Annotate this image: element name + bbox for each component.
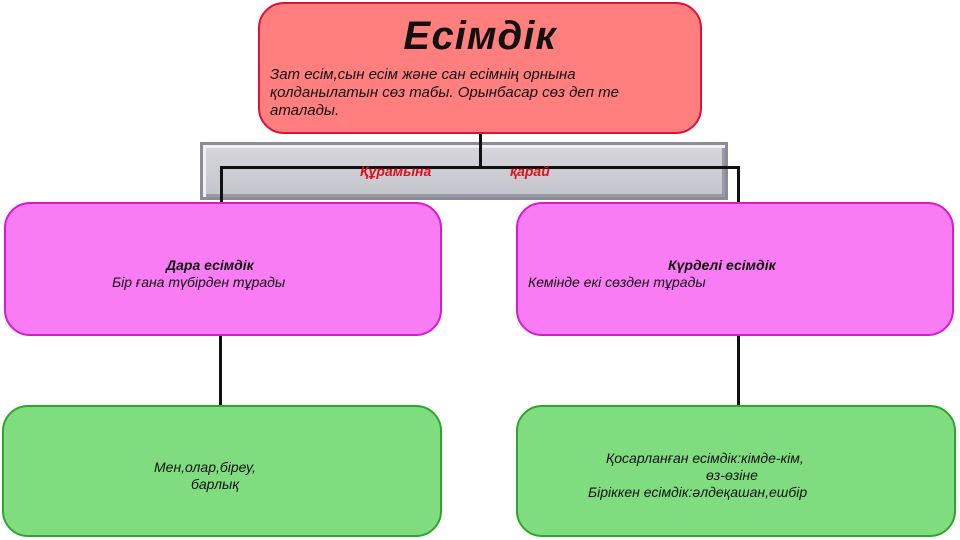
left-branch-subtitle: Бір ғана түбірден тұрады: [112, 274, 286, 290]
connector-line-right-leaf: [737, 336, 740, 406]
root-node: Есімдік Зат есім,сын есім және сан есімн…: [258, 2, 702, 134]
left-branch-node: Дара есімдік Бір ғана түбірден тұрады: [4, 202, 442, 336]
right-branch-title: Күрделі есімдік: [668, 257, 776, 273]
right-leaf-line-1: Қосарланған есімдік:кімде-кім,: [606, 450, 804, 466]
connector-line-horizontal: [220, 166, 740, 169]
right-branch-subtitle: Кемінде екі сөзден тұрады: [528, 274, 706, 290]
connector-line-left-down: [220, 166, 223, 204]
root-description: Зат есім,сын есім және сан есімнің орнын…: [270, 66, 620, 119]
connector-label-right: қарай: [510, 163, 550, 179]
right-branch-node: Күрделі есімдік Кемінде екі сөзден тұрад…: [516, 202, 954, 336]
connector-line-root: [479, 134, 482, 166]
connector-band: [200, 142, 728, 200]
connector-line-left-leaf: [219, 336, 222, 406]
connector-label-left: Құрамына: [360, 163, 432, 179]
right-leaf-line-3: Біріккен есімдік:әлдеқашан,ешбір: [588, 484, 808, 500]
right-leaf-line-2: өз-өзіне: [706, 467, 758, 483]
left-leaf-line-2: барлық: [191, 476, 239, 492]
right-leaf-node: Қосарланған есімдік:кімде-кім, өз-өзіне …: [516, 405, 956, 537]
left-leaf-node: Мен,олар,біреу, барлық: [2, 405, 442, 537]
root-title: Есімдік: [403, 14, 557, 58]
left-leaf-line-1: Мен,олар,біреу,: [154, 459, 256, 475]
connector-line-right-down: [737, 166, 740, 204]
left-branch-title: Дара есімдік: [166, 257, 254, 273]
